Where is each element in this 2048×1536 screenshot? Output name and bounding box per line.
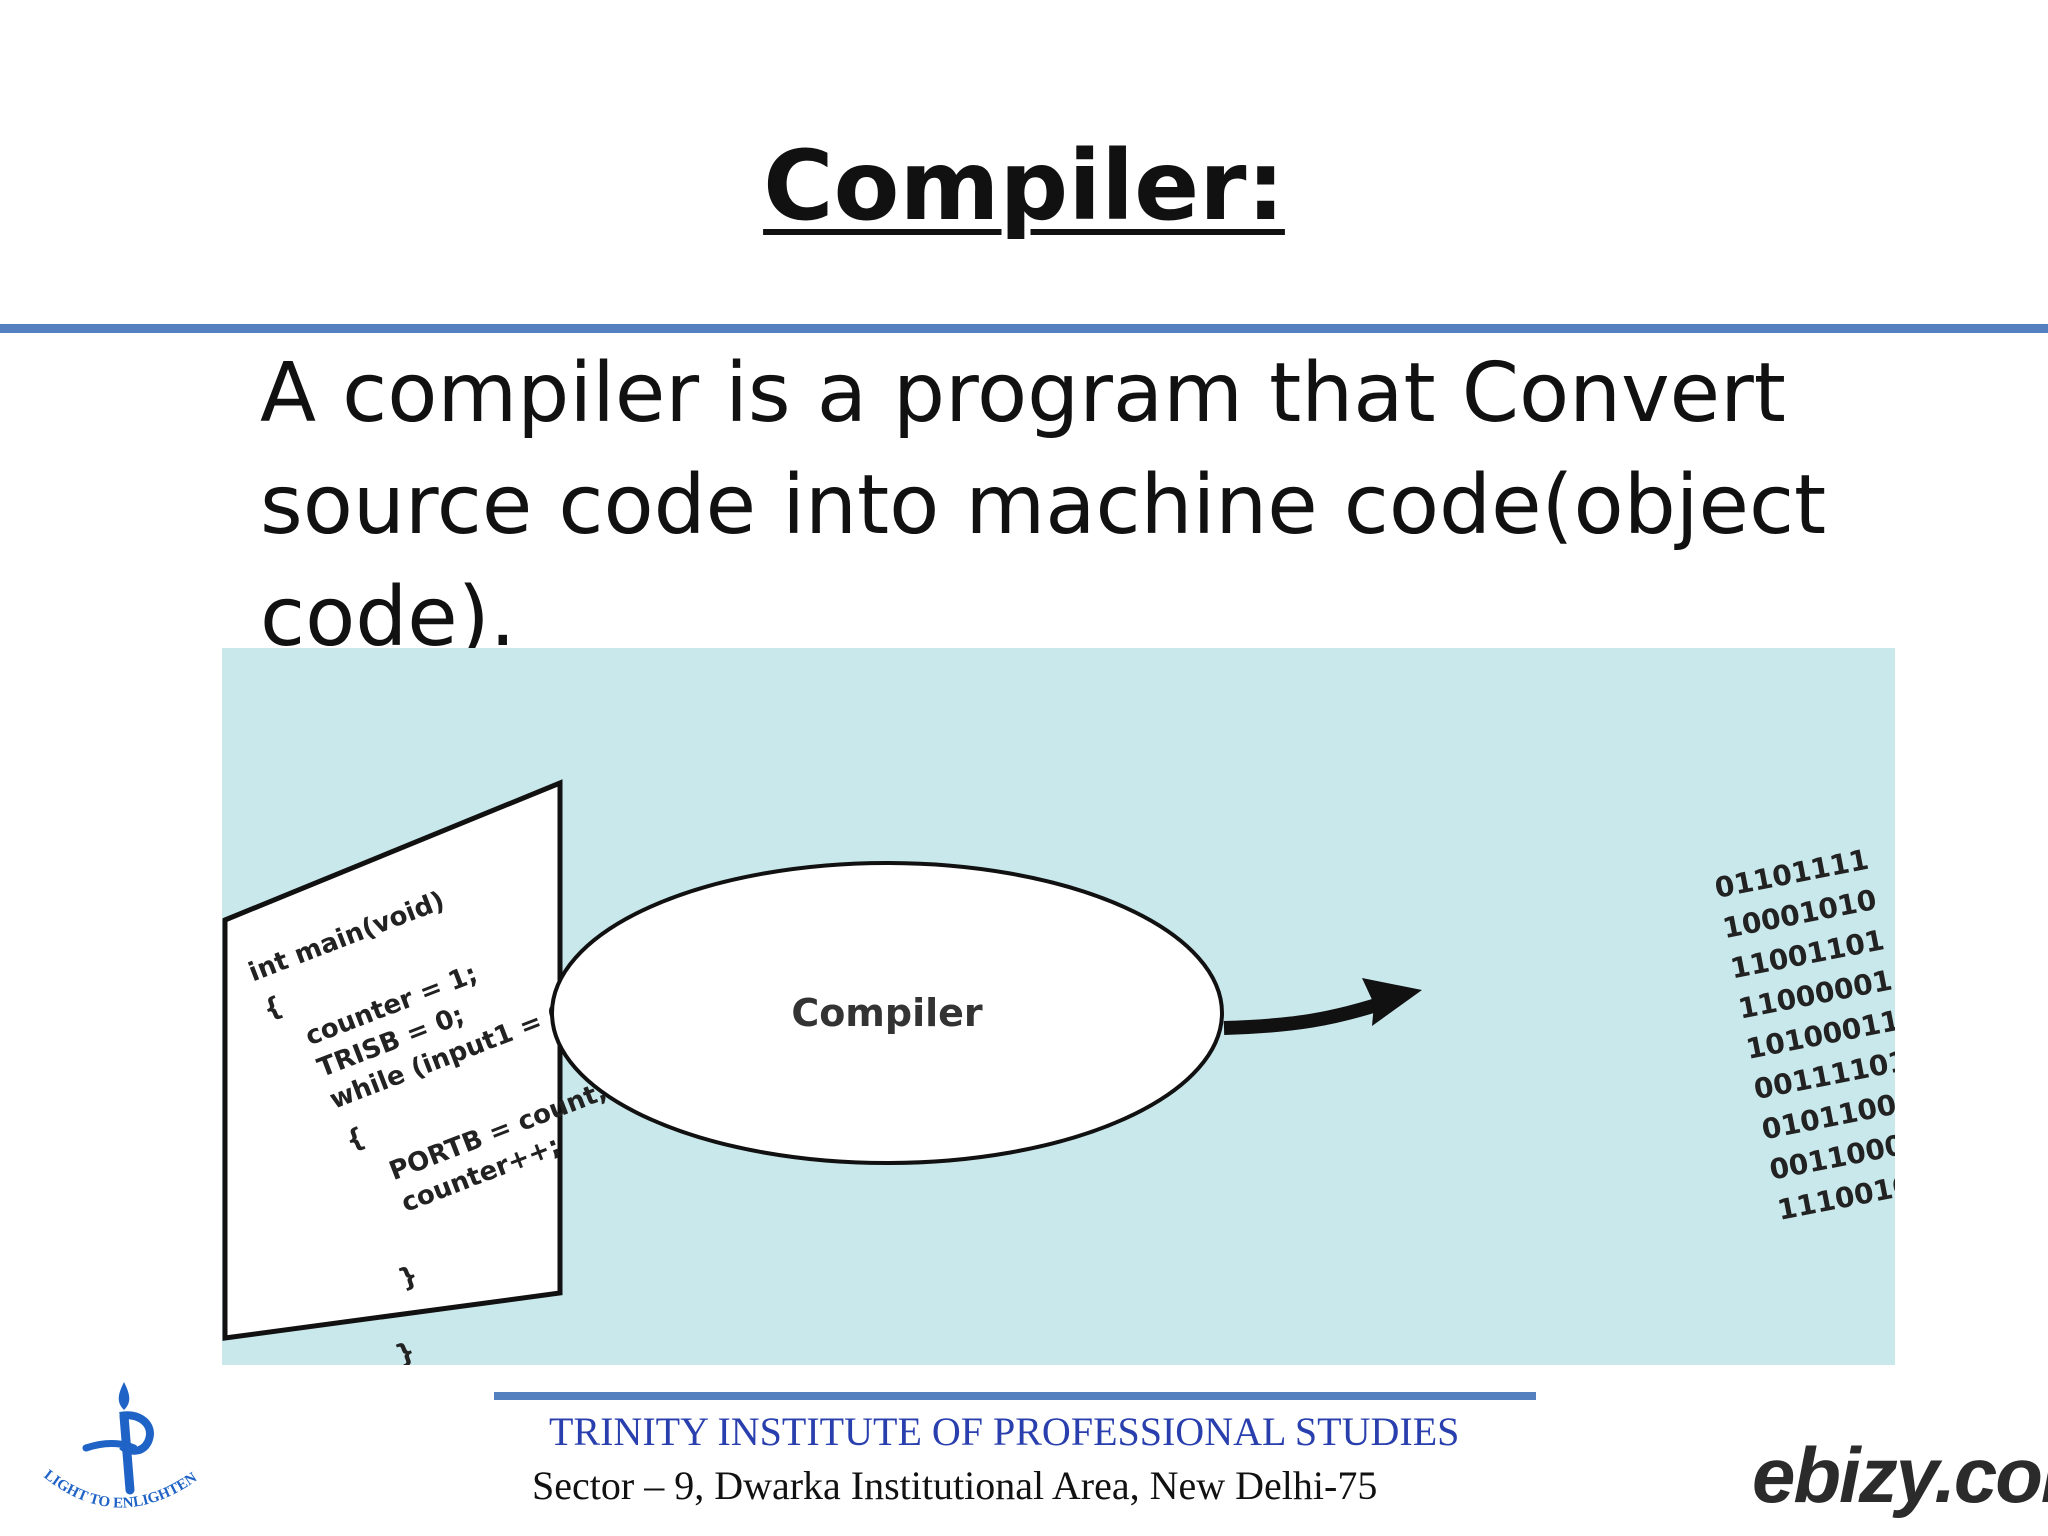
svg-text:LIGHT TO ENLIGHTEN: LIGHT TO ENLIGHTEN [41, 1467, 200, 1511]
institute-name: TRINITY INSTITUTE OF PROFESSIONAL STUDIE… [549, 1409, 1460, 1454]
definition-text: A compiler is a program that Convert sou… [260, 346, 1827, 665]
ebizy-logo: ebizy.com [1752, 1430, 2048, 1521]
compiler-node: Compiler [550, 861, 1224, 1165]
logo-tagline: LIGHT TO ENLIGHTEN [41, 1467, 200, 1511]
institute-logo: LIGHT TO ENLIGHTEN [30, 1372, 220, 1526]
compiler-diagram: int main(void){counter = 1;TRISB = 0;whi… [222, 648, 1895, 1365]
slide-title: Compiler: [763, 130, 1285, 242]
ebizy-suffix: .com [1934, 1431, 2048, 1519]
compiler-diagram-svg: int main(void){counter = 1;TRISB = 0;whi… [222, 779, 1895, 1365]
footer-divider [494, 1392, 1536, 1400]
binary-output: 0110111110001010110011011100000110100011… [1712, 843, 1895, 1227]
institute-address: Sector – 9, Dwarka Institutional Area, N… [532, 1463, 1378, 1508]
ebizy-wordmark: ebizy [1752, 1431, 1936, 1519]
output-arrow [1223, 978, 1422, 1035]
compiler-label: Compiler [791, 991, 983, 1035]
source-code-line: } [392, 1336, 420, 1365]
title-divider [0, 324, 2048, 333]
source-code-page: int main(void){counter = 1;TRISB = 0;whi… [222, 779, 611, 1365]
